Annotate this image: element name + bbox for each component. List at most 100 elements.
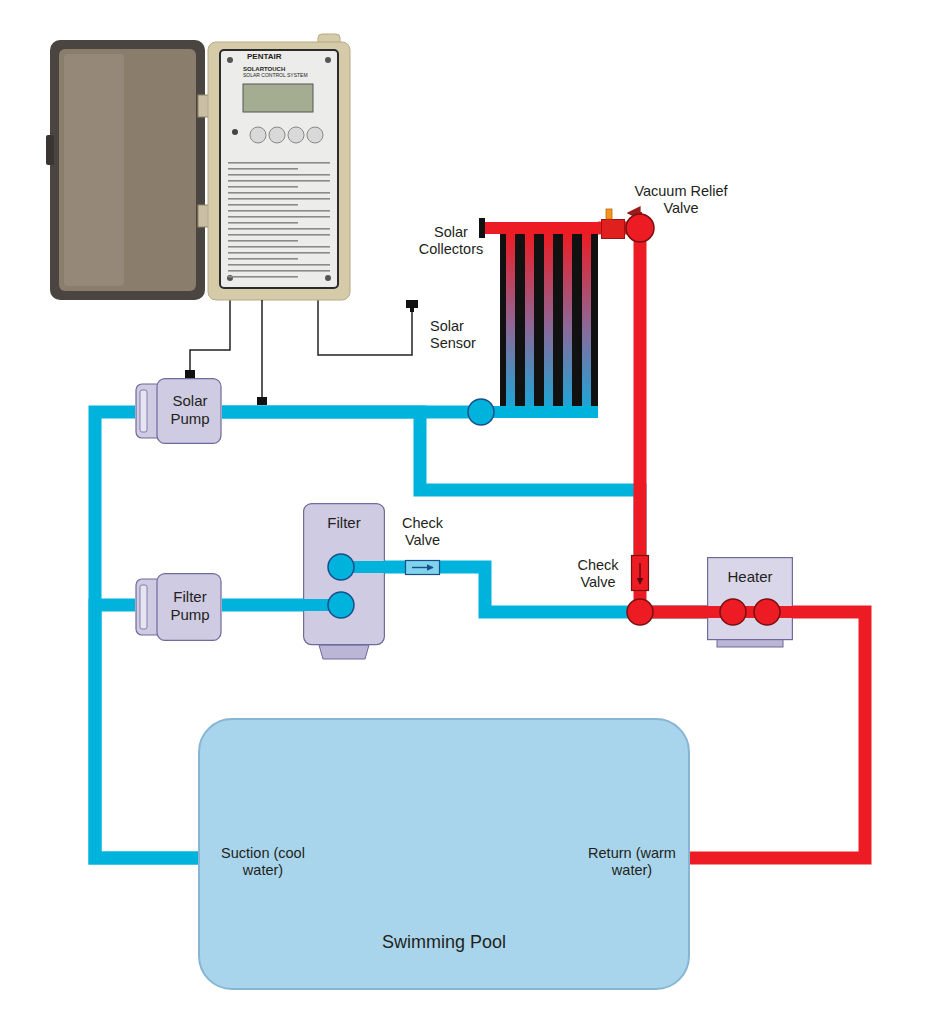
drawing-part [228,210,330,212]
drawing-part [404,300,420,312]
pipe-sensor [257,397,267,405]
drawing-part [544,234,553,406]
drawing-part [228,270,330,272]
drawing-part [208,42,350,300]
pipe-junction [626,214,654,242]
drawing-part [228,180,330,182]
drawing-part [227,275,233,281]
drawing-part [228,258,298,260]
pipe-junction [627,599,653,625]
control-wire [318,300,412,355]
pump-box: Filter Pump [135,573,222,641]
drawing-part [304,504,385,645]
drawing-part [228,204,298,206]
drawing-part [228,168,298,170]
drawing-part [228,162,330,164]
drawing-part [754,599,780,625]
drawing-part [228,264,330,266]
drawing-part [406,561,440,575]
node-label: Filter Pump [159,588,221,623]
drawing-part [46,135,54,165]
bypass-pipe [222,412,640,555]
drawing-part [228,216,330,218]
node-label: Heater [707,568,793,586]
relief-valve: Vacuum Relief Valve [601,219,625,239]
drawing-part [227,57,233,63]
drawing-part [140,390,147,432]
drawing-part [500,234,598,412]
drawing-part [228,174,330,176]
filter-pipe [222,599,303,612]
drawing-part [228,234,330,236]
header-pipe [598,222,601,235]
drawing-part [243,84,313,112]
node-label: PENTAIR [247,52,327,61]
node-label: Check Valve [571,557,625,591]
drawing-part [307,127,323,143]
valve-cap [606,209,612,219]
drawing-part [250,127,266,143]
drawing-part [228,252,330,254]
drawing-part [228,228,330,230]
drawing-part [481,406,598,418]
drawing-part [481,220,598,418]
drawing-part [319,645,369,659]
leader-arrow [628,212,642,214]
node-label: Solar Sensor [430,318,486,352]
drawing-part [140,585,147,629]
pump-box: Solar Pump [135,378,222,444]
node-label: Solar Collectors [411,224,491,258]
node-label: Filter [303,514,385,532]
pool-shape: Suction (cool water)Return (warm water)S… [198,718,690,990]
drawing-part [410,308,414,312]
drawing-part [157,379,221,444]
node-text: Return (warm water) [580,845,684,879]
drawing-part [50,40,205,300]
check-valve: Check Valve [405,560,440,575]
drawing-part [631,555,649,591]
filter-tank: Filter [303,503,385,660]
drawing-part [288,127,304,143]
heater-box: Heater [707,557,793,647]
drawing-part [228,192,330,194]
node-label: Suction (cool water) [217,845,309,879]
node-text: SOLAR CONTROL SYSTEM [243,73,333,79]
heated-pipe [640,591,707,612]
drawing-part [412,567,433,568]
drawing-part [405,560,440,575]
drawing-part [325,275,331,281]
drawing-part [328,554,354,580]
check-valve: Check Valve [631,555,649,591]
drawing-part [50,40,350,300]
drawing-part [228,186,298,188]
drawing-part [228,240,298,242]
drawing-part [506,234,515,406]
drawing-part [328,592,354,618]
drawing-part [639,563,640,584]
drawing-part [406,300,418,308]
drawing-part [601,219,625,239]
drawing-part [228,198,330,200]
drawing-part [228,222,298,224]
solar-sensor: Solar Sensor [404,300,420,312]
sensor-wire [261,300,263,399]
node-text: SOLARTOUCH [243,66,323,73]
drawing-part [232,129,238,135]
drawing-part [228,246,330,248]
drawing-part [720,599,746,625]
drawing-part [582,234,591,406]
drawing-part [632,556,649,591]
drawing-part [717,639,783,647]
drawing-part [325,57,331,63]
wire-connector [185,370,195,378]
drawing-part [64,54,124,286]
drawing-part [59,49,196,291]
drawing-part [602,220,625,239]
filter-pipe [385,561,405,574]
suction-pipe [95,605,198,858]
return-pipe [625,228,640,555]
node-label: Vacuum Relief Valve [625,183,737,217]
drawing-part [269,127,285,143]
drawing-part [228,276,298,278]
